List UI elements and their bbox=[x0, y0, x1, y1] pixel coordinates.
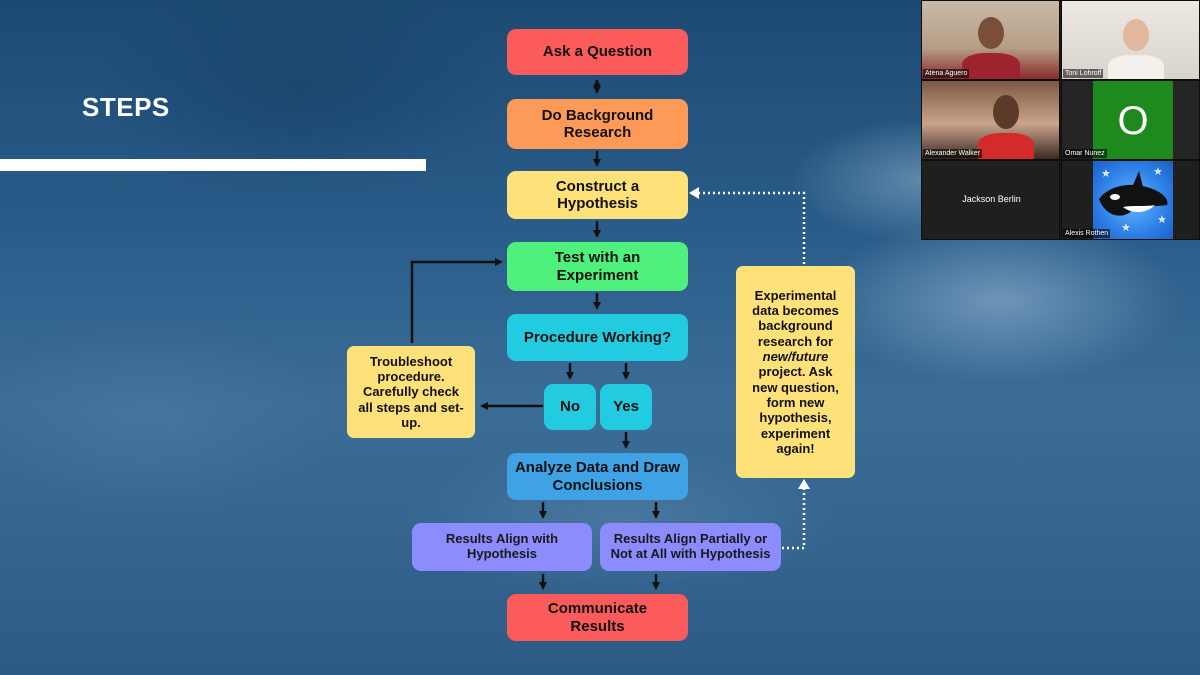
participant-video bbox=[978, 133, 1034, 159]
note-experimental-data: Experimental data becomes background res… bbox=[736, 266, 855, 478]
participant-tile[interactable]: ★ ★ ★ ★ Alexis Rothen bbox=[1061, 160, 1200, 240]
note-troubleshoot: Troubleshoot procedure. Carefully check … bbox=[347, 346, 475, 438]
step-analyze-data: Analyze Data and Draw Conclusions bbox=[507, 453, 688, 500]
dotted-arrowhead-hypothesis bbox=[689, 187, 699, 199]
participant-video bbox=[978, 17, 1004, 49]
participant-name: Alexander Walker bbox=[923, 149, 982, 158]
participant-tile[interactable]: Jackson Berlin bbox=[921, 160, 1060, 240]
dotted-note-to-hypothesis bbox=[697, 191, 806, 264]
step-yes: Yes bbox=[600, 384, 652, 430]
participant-video bbox=[1108, 55, 1164, 79]
step-procedure-working: Procedure Working? bbox=[507, 314, 688, 361]
orca-avatar-icon: ★ ★ ★ ★ bbox=[1093, 161, 1173, 239]
participant-video bbox=[1123, 19, 1149, 51]
video-gallery: Atena Aguero Toni Lohroff Alexander Walk… bbox=[921, 0, 1200, 240]
title-underline bbox=[0, 159, 426, 171]
slide-title: STEPS bbox=[82, 92, 170, 122]
step-test-experiment: Test with an Experiment bbox=[507, 242, 688, 291]
participant-tile[interactable]: Toni Lohroff bbox=[1061, 0, 1200, 80]
participant-name: Toni Lohroff bbox=[1063, 69, 1104, 78]
participant-tile[interactable]: Alexander Walker bbox=[921, 80, 1060, 160]
dotted-partial-to-note bbox=[782, 487, 806, 550]
step-communicate-results: Communicate Results bbox=[507, 594, 688, 641]
participant-tile[interactable]: O Omar Nunez bbox=[1061, 80, 1200, 160]
dotted-arrowhead-note bbox=[798, 479, 810, 489]
participant-name: Atena Aguero bbox=[923, 69, 970, 78]
step-no: No bbox=[544, 384, 596, 430]
participant-name: Jackson Berlin bbox=[962, 194, 1021, 204]
step-results-align: Results Align with Hypothesis bbox=[412, 523, 592, 571]
step-results-partial: Results Align Partially or Not at All wi… bbox=[600, 523, 781, 571]
step-construct-hypothesis: Construct a Hypothesis bbox=[507, 171, 688, 219]
participant-tile[interactable]: Atena Aguero bbox=[921, 0, 1060, 80]
participant-video bbox=[993, 95, 1019, 129]
participant-name: Alexis Rothen bbox=[1063, 229, 1111, 238]
step-background-research: Do Background Research bbox=[507, 99, 688, 149]
step-ask-question: Ask a Question bbox=[507, 29, 688, 75]
arrow-troubleshoot-to-test bbox=[410, 258, 503, 343]
participant-name: Omar Nunez bbox=[1063, 149, 1107, 158]
avatar: O bbox=[1093, 81, 1173, 159]
note-experimental-data-text: Experimental data becomes background res… bbox=[752, 287, 839, 456]
participant-video bbox=[962, 53, 1020, 79]
